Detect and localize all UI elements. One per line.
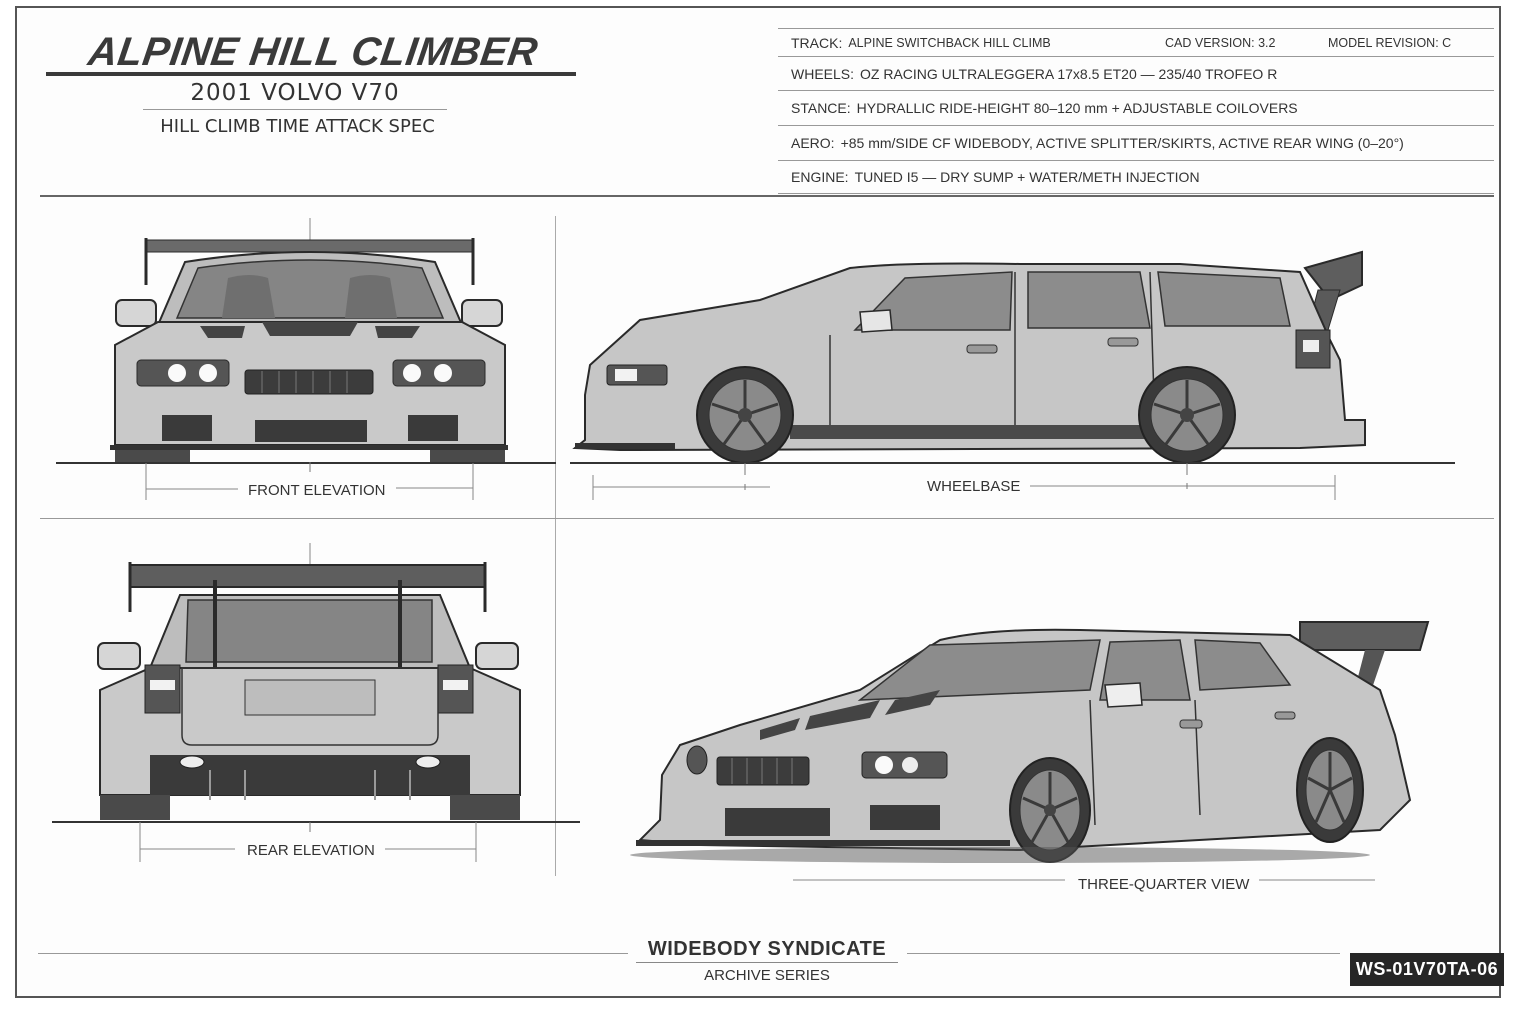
header-divider bbox=[40, 195, 1494, 197]
rear-elevation-label: REAR ELEVATION bbox=[237, 842, 385, 859]
engine-value: TUNED I5 — DRY SUMP + WATER/METH INJECTI… bbox=[854, 169, 1200, 185]
brand-underline bbox=[636, 962, 898, 963]
aero-label: AERO: bbox=[791, 135, 835, 151]
track-value: ALPINE SWITCHBACK HILL CLIMB bbox=[848, 35, 1051, 50]
spec-tagline: HILL CLIMB TIME ATTACK SPEC bbox=[160, 116, 435, 137]
series-label: ARCHIVE SERIES bbox=[704, 967, 830, 984]
spec-row-stance: STANCE: HYDRALLIC RIDE-HEIGHT 80–120 mm … bbox=[778, 91, 1494, 126]
spec-row-engine: ENGINE: TUNED I5 — DRY SUMP + WATER/METH… bbox=[778, 161, 1494, 194]
spec-row-aero: AERO: +85 mm/SIDE CF WIDEBODY, ACTIVE SP… bbox=[778, 126, 1494, 161]
subtitle-divider bbox=[143, 109, 447, 110]
title-underline bbox=[46, 72, 576, 76]
front-wheel-side bbox=[696, 366, 794, 464]
cad-version: CAD VERSION: 3.2 bbox=[1165, 36, 1275, 50]
three-quarter-view-label: THREE-QUARTER VIEW bbox=[1068, 876, 1260, 893]
track-label: TRACK: bbox=[791, 34, 843, 51]
stance-value: HYDRALLIC RIDE-HEIGHT 80–120 mm + ADJUST… bbox=[856, 100, 1298, 116]
wheels-label: WHEELS: bbox=[791, 65, 855, 82]
rear-wheel-3q bbox=[1296, 737, 1364, 843]
vehicle-model: 2001 VOLVO V70 bbox=[190, 80, 400, 106]
spec-row-wheels: WHEELS: OZ RACING ULTRALEGGERA 17x8.5 ET… bbox=[778, 57, 1494, 91]
spec-table: TRACK: ALPINE SWITCHBACK HILL CLIMB CAD … bbox=[778, 28, 1494, 194]
cad-version-label: CAD VERSION: bbox=[1165, 35, 1255, 50]
cad-version-value: 3.2 bbox=[1258, 35, 1276, 50]
engine-label: ENGINE: bbox=[791, 169, 849, 185]
model-revision: MODEL REVISION: C bbox=[1328, 36, 1451, 50]
model-revision-label: MODEL REVISION: bbox=[1328, 35, 1439, 50]
stance-label: STANCE: bbox=[791, 100, 851, 116]
aero-value: +85 mm/SIDE CF WIDEBODY, ACTIVE SPLITTER… bbox=[840, 135, 1404, 151]
model-revision-value: C bbox=[1442, 35, 1452, 50]
front-elevation-label: FRONT ELEVATION bbox=[238, 482, 396, 499]
wheels-value: OZ RACING ULTRALEGGERA 17x8.5 ET20 — 235… bbox=[860, 65, 1278, 82]
footer-rule-left bbox=[38, 953, 628, 954]
horizontal-panel-divider bbox=[40, 518, 1494, 519]
wheelbase-label: WHEELBASE bbox=[917, 478, 1031, 495]
brand-name: WIDEBODY SYNDICATE bbox=[647, 938, 887, 960]
rear-wheel-side bbox=[1138, 366, 1236, 464]
document-code-badge: WS-01V70TA-06 bbox=[1350, 953, 1504, 986]
spec-row-track: TRACK: ALPINE SWITCHBACK HILL CLIMB CAD … bbox=[778, 28, 1494, 57]
front-wheel-3q bbox=[1009, 757, 1091, 863]
footer-rule-right bbox=[907, 953, 1340, 954]
vertical-panel-divider bbox=[555, 216, 556, 876]
